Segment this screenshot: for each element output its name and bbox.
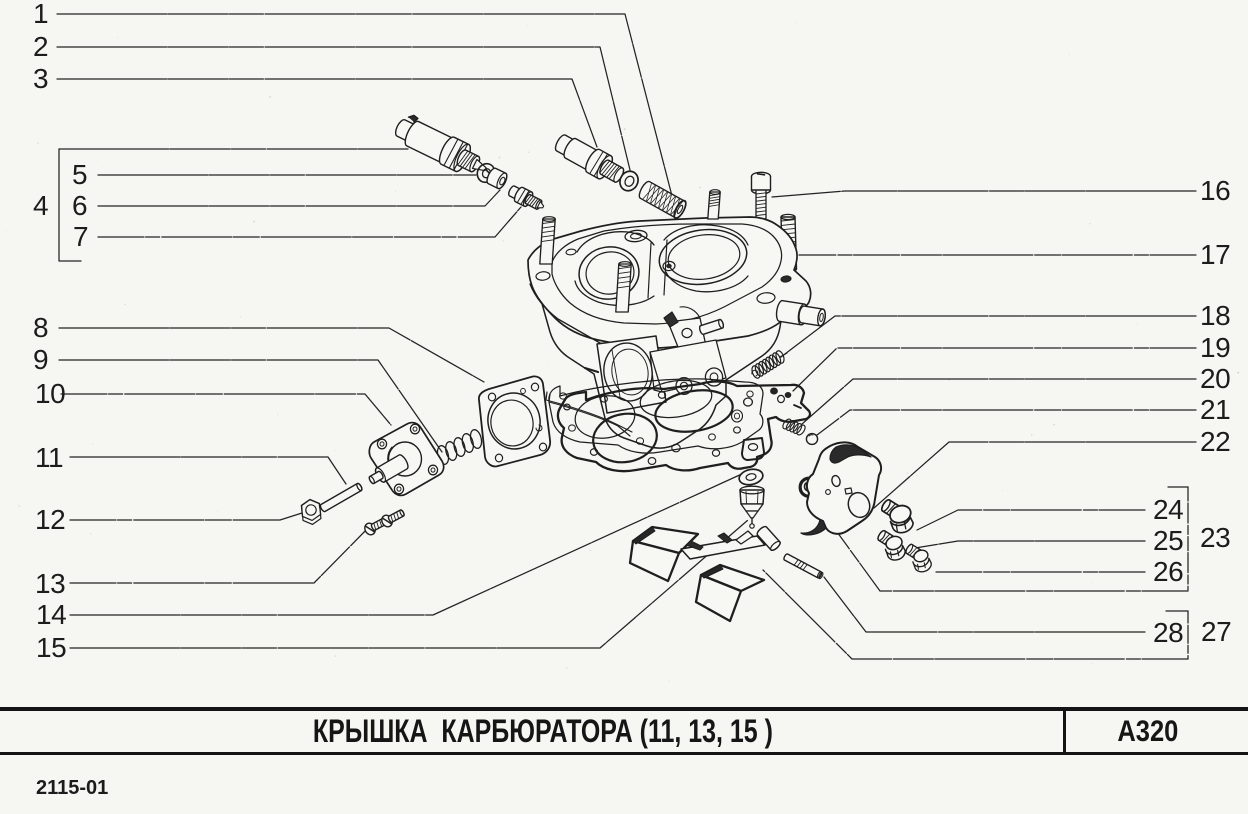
callout-18: 18 [1200, 300, 1231, 331]
callout-14: 14 [36, 599, 67, 630]
callout-24: 24 [1153, 494, 1184, 525]
callout-26: 26 [1153, 556, 1184, 587]
jet-drawing [508, 185, 545, 210]
ball-drawing [805, 432, 819, 446]
bracket-bolt-drawing [880, 498, 914, 534]
pusher-rod-drawing [319, 482, 363, 513]
callout-17: 17 [1200, 238, 1231, 270]
table-bottom-rule [0, 752, 1248, 755]
callout-23: 23 [1200, 522, 1231, 553]
float-assembly-drawing [628, 525, 781, 623]
fuel-inlet-union-drawing [554, 134, 625, 183]
table-title-cell: КРЫШКА КАРБЮРАТОРА (11, 13, 15 ) [0, 711, 1063, 752]
callout-5: 5 [72, 158, 88, 190]
callout-25: 25 [1153, 525, 1184, 556]
bracket-bolt-drawing [905, 543, 932, 573]
nut-drawing [300, 498, 322, 526]
drawing-title: КРЫШКА КАРБЮРАТОРА (11, 13, 15 ) [312, 713, 773, 749]
cover-gasket-drawing [548, 378, 764, 454]
callout-9: 9 [33, 344, 49, 375]
body-gasket-drawing [556, 380, 812, 473]
callout-3: 3 [33, 62, 49, 94]
table-top-rule [0, 707, 1248, 711]
callout-4: 4 [33, 190, 49, 221]
callout-19: 19 [1200, 331, 1231, 363]
cover-bolt-drawing [750, 171, 772, 220]
callout-13: 13 [35, 567, 66, 599]
bracket-plate-drawing [800, 441, 883, 536]
pump-cover-plate-drawing [477, 375, 552, 468]
carburetor-cover-drawing [527, 189, 826, 449]
callout-8: 8 [33, 312, 49, 343]
callout-22: 22 [1200, 425, 1231, 457]
damper-spring-drawing [782, 418, 806, 436]
callout-2: 2 [33, 30, 49, 62]
doc-number: 2115-01 [36, 777, 109, 799]
callout-10: 10 [35, 378, 66, 409]
callout-7: 7 [73, 221, 89, 252]
float-pin-drawing [783, 553, 824, 580]
drawing-code: А320 [1117, 714, 1179, 748]
fuel-filter-drawing [638, 180, 687, 220]
callout-12: 12 [35, 504, 66, 535]
callout-1: 1 [33, 0, 49, 29]
table-divider [1063, 711, 1066, 752]
callout-20: 20 [1200, 363, 1231, 394]
bushing-drawing [486, 167, 508, 190]
cover-screw-drawing [381, 509, 405, 528]
valve-washer-drawing [738, 468, 764, 486]
table-code-cell: А320 [1066, 711, 1230, 752]
bracket-bolt-drawing [877, 529, 906, 561]
callout-28: 28 [1153, 617, 1184, 648]
pump-link-rod-drawing [545, 391, 633, 437]
callout-6: 6 [72, 190, 88, 221]
diaphragm-assembly-drawing [368, 421, 445, 497]
callout-11: 11 [35, 441, 64, 473]
callout-21: 21 [1200, 394, 1231, 425]
leader-lines [56, 13, 1197, 660]
callout-16: 16 [1200, 174, 1231, 206]
callout-27: 27 [1201, 616, 1232, 647]
needle-valve-drawing [739, 485, 765, 529]
diaphragm-spring-drawing [436, 429, 483, 465]
exploded-view-figure [5, 13, 1240, 682]
pump-lever-spring-drawing [751, 350, 788, 379]
callout-15: 15 [36, 632, 67, 663]
union-washer-drawing [619, 170, 639, 192]
